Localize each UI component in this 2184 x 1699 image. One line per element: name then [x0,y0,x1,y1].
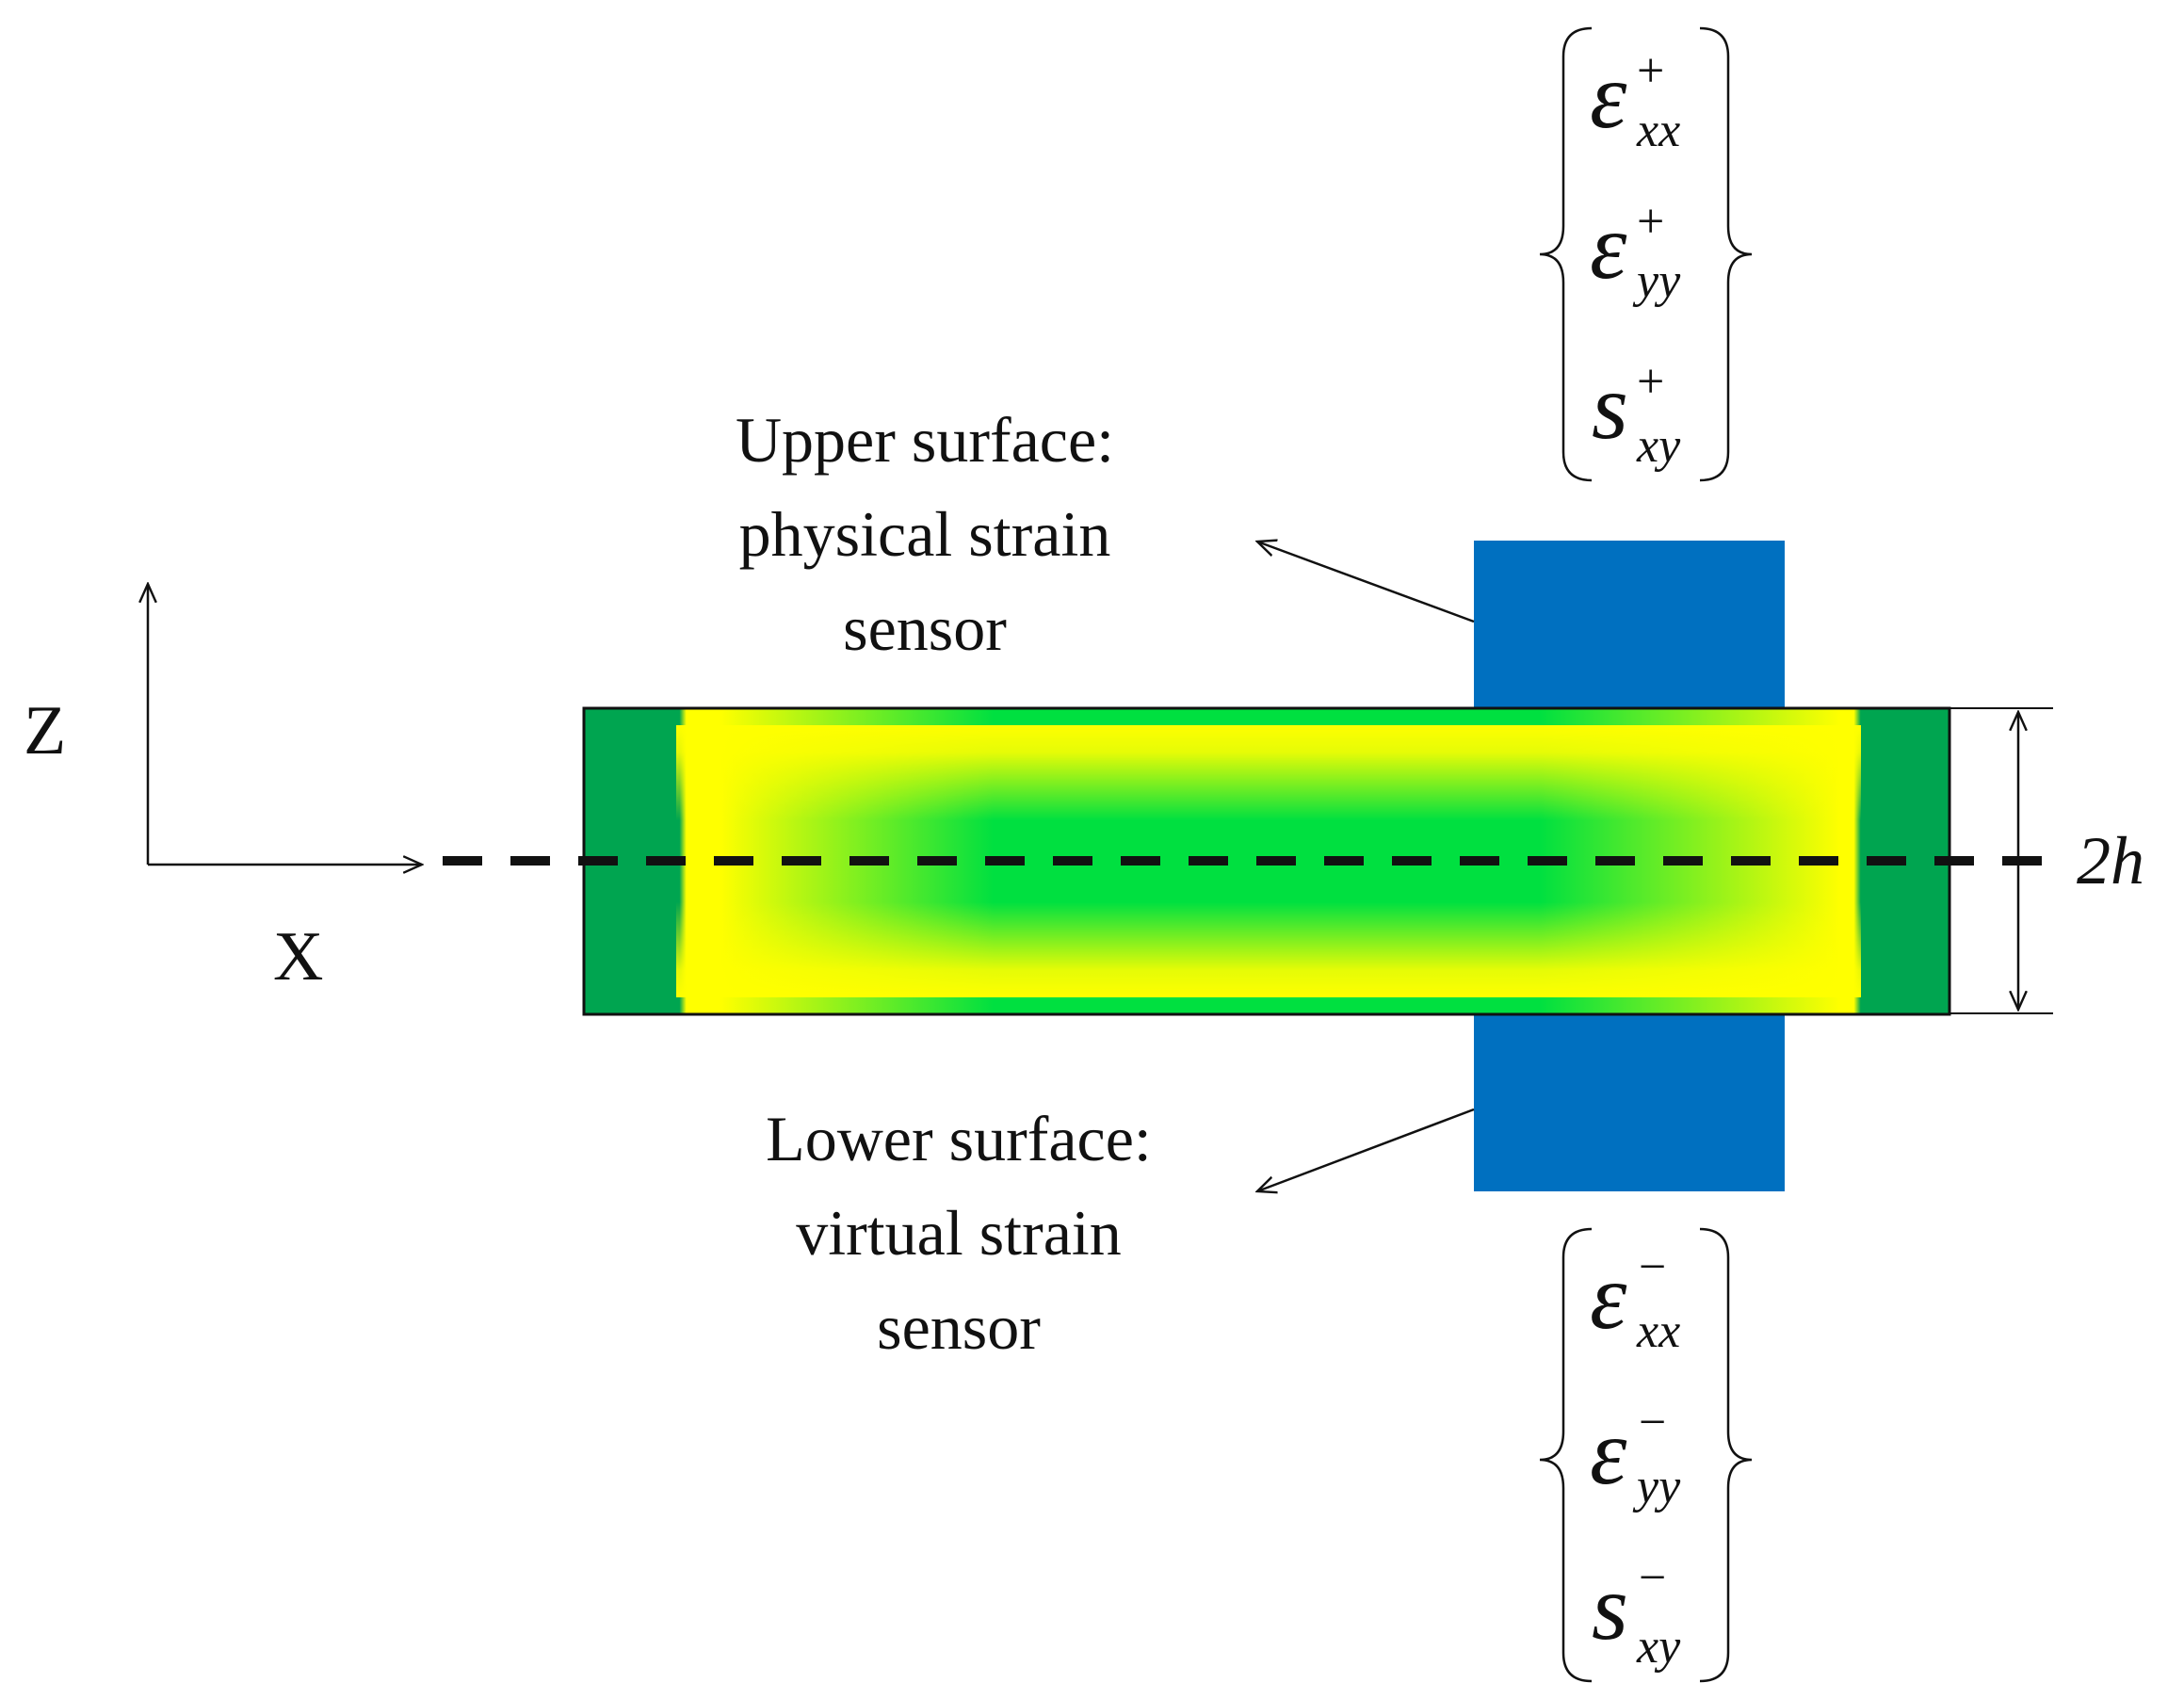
lower-strain-yy-sup: − [1639,1396,1666,1449]
z-axis-label: Z [24,692,66,769]
thickness-label: 2h [2077,823,2144,898]
upper-strain-xx-sub: xx [1636,104,1680,157]
upper-callout-arrow [1257,542,1475,623]
upper-strain-xy-sub: xy [1636,419,1681,473]
lower-callout: Lower surface: virtual strain sensor [766,1103,1152,1363]
lower-strain-xy-sub: xy [1636,1620,1681,1674]
lower-virtual-sensor [1474,1011,1785,1191]
lower-callout-arrow [1257,1108,1475,1191]
lower-strain-vector: ε − xx ε − yy s − xy [1539,1227,1753,1683]
upper-callout-line2: physical strain [739,498,1111,570]
upper-strain-vector: ε + xx ε + yy s + xy [1539,26,1753,482]
upper-strain-xy-symbol: s [1592,354,1628,459]
upper-callout: Upper surface: physical strain sensor [736,404,1114,664]
lower-callout-line1: Lower surface: [766,1103,1152,1174]
lower-strain-xx-sup: − [1639,1240,1666,1294]
upper-left-brace [1539,26,1593,482]
upper-strain-xx-sup: + [1637,44,1664,98]
upper-right-brace [1699,26,1753,482]
coordinate-axes: Z X [24,584,422,995]
lower-strain-yy-symbol: ε [1590,1400,1627,1504]
lower-strain-xx-sub: xx [1636,1304,1680,1358]
x-axis-label: X [273,918,323,995]
upper-strain-yy-symbol: ε [1590,194,1627,299]
upper-strain-yy-sup: + [1637,195,1664,249]
lower-strain-xx-symbol: ε [1590,1244,1627,1349]
upper-strain-xx-symbol: ε [1590,43,1627,148]
lower-callout-line3: sensor [877,1291,1041,1363]
lower-strain-xy-symbol: s [1592,1555,1628,1659]
thickness-dimension: 2h [1949,707,2144,1014]
lower-left-brace [1539,1227,1593,1683]
upper-physical-sensor [1474,541,1785,710]
lower-callout-line2: virtual strain [796,1197,1122,1269]
upper-strain-xy-sup: + [1637,355,1664,409]
lower-strain-xy-sup: − [1639,1551,1666,1605]
lower-right-brace [1699,1227,1753,1683]
lower-strain-yy-sub: yy [1632,1460,1681,1513]
upper-callout-line1: Upper surface: [736,404,1114,476]
upper-strain-yy-sub: yy [1632,254,1681,308]
upper-callout-line3: sensor [843,592,1007,664]
